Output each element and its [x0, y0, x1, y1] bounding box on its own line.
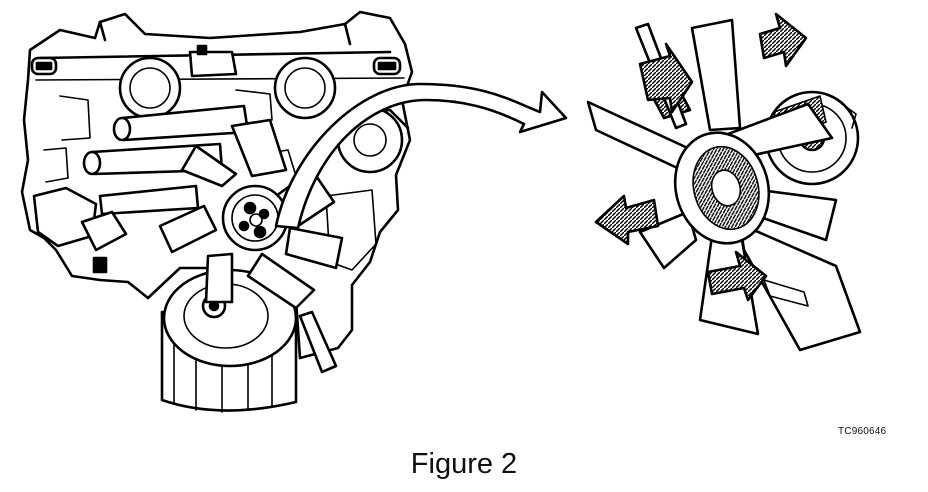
figure-caption: Figure 2 [410, 448, 518, 480]
fan-hub-detail [240, 203, 268, 237]
curved-arrow [276, 84, 566, 228]
reference-code: TC960646 [838, 426, 887, 437]
rotation-arrows [596, 14, 806, 300]
rotation-arrow-icon [708, 252, 766, 300]
rotation-arrow-icon [596, 196, 658, 244]
fan-blades [160, 120, 342, 308]
fan-hub-removed [662, 121, 781, 254]
engine-view [22, 12, 412, 412]
mounted-fan [160, 120, 342, 308]
rotation-arrow-icon [760, 14, 806, 66]
crankshaft-pulley [162, 270, 296, 412]
rotation-arrow-icon [640, 44, 692, 112]
fan-assembly-view [588, 14, 860, 350]
